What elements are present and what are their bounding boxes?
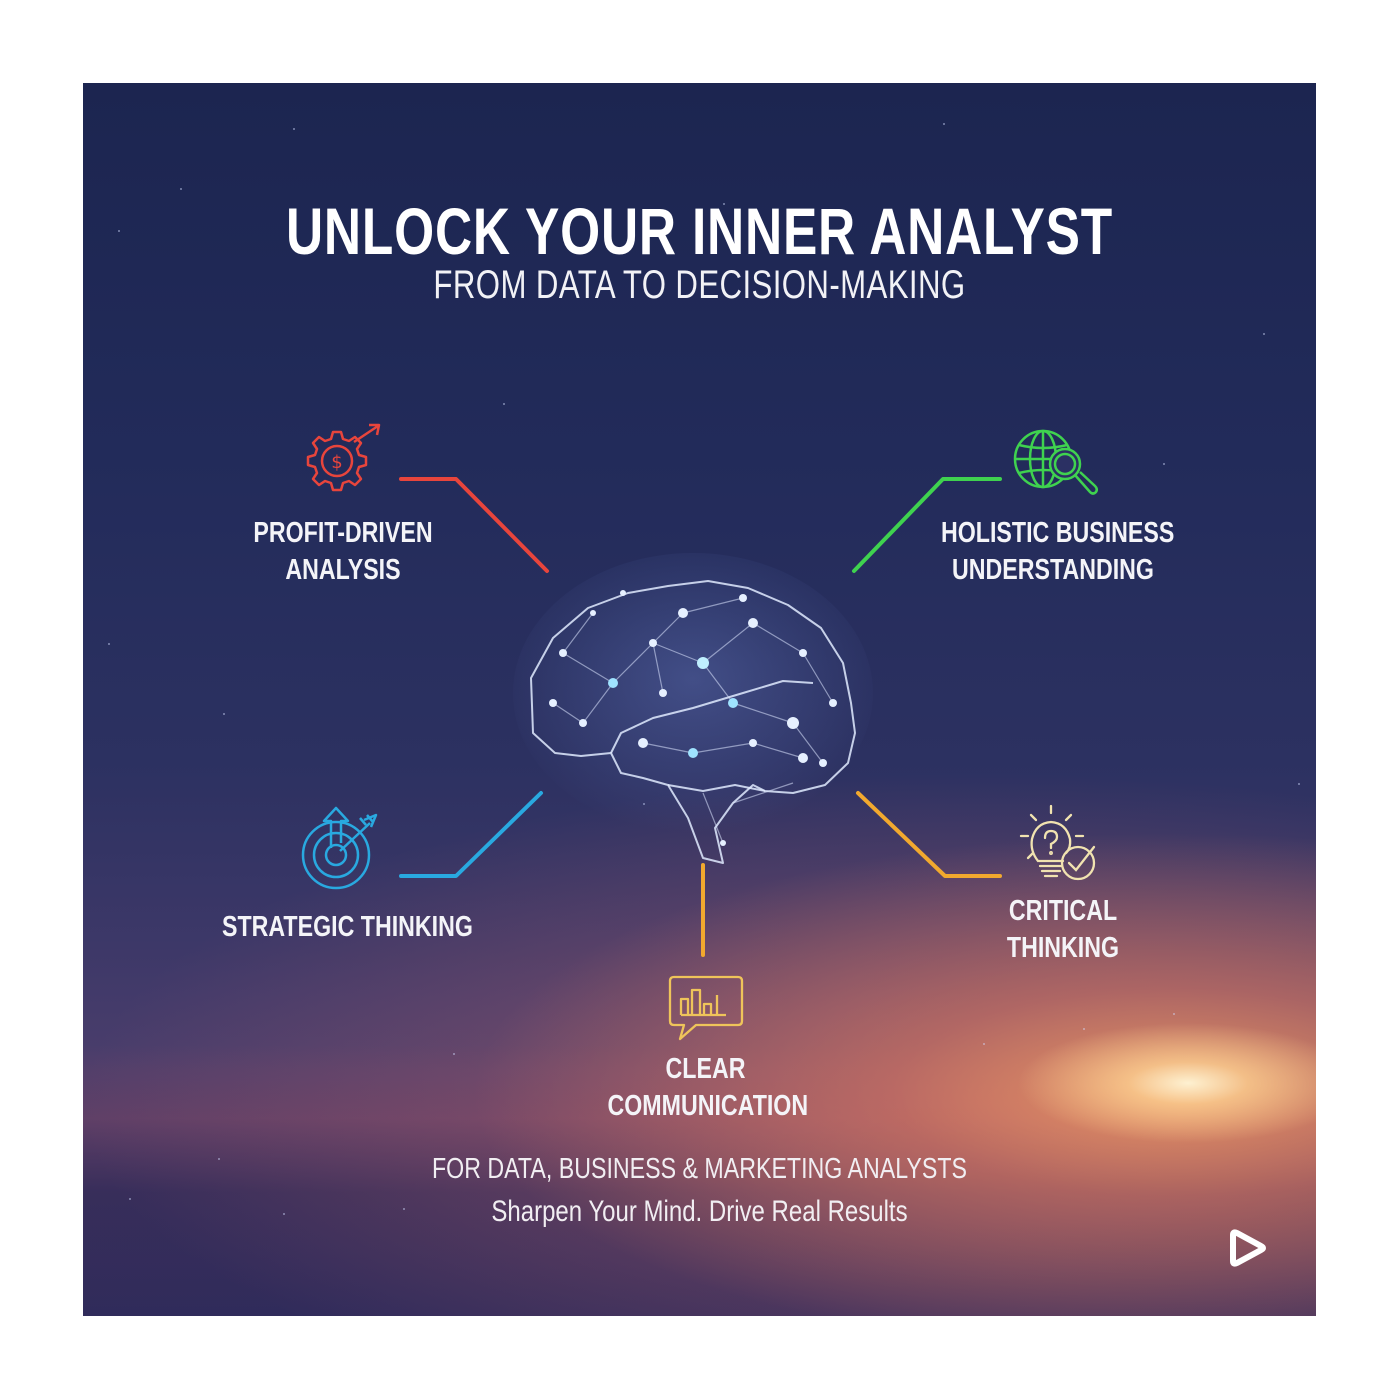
connector-lines xyxy=(399,477,1002,957)
connector-profit xyxy=(399,477,549,573)
svg-text:$: $ xyxy=(331,452,342,473)
label-strategic-thinking: STRATEGIC THINKING xyxy=(222,911,473,943)
chat-bar-chart-icon xyxy=(668,975,744,1041)
connector-strategic xyxy=(399,791,543,878)
play-icon[interactable] xyxy=(1223,1223,1273,1273)
network-brain-icon xyxy=(513,553,873,864)
tagline-text: Sharpen Your Mind. Drive Real Results xyxy=(491,1195,908,1228)
target-arrow-icon xyxy=(301,806,378,890)
connector-holistic xyxy=(852,477,1002,573)
label-critical-thinking: CRITICAL THINKING xyxy=(1006,895,1120,964)
label-clear-communication: CLEAR COMMUNICATION xyxy=(607,1053,809,1122)
page-subtitle: FROM DATA TO DECISION-MAKING xyxy=(433,263,966,307)
connector-critical xyxy=(856,791,1002,878)
label-profit-driven-analysis: PROFIT-DRIVEN ANALYSIS xyxy=(253,517,433,586)
label-holistic-business-understanding: HOLISTIC BUSINESS UNDERSTANDING xyxy=(941,517,1175,586)
gear-dollar-arrow-icon: $ xyxy=(306,423,381,492)
globe-magnifier-icon xyxy=(1013,429,1099,495)
audience-text: FOR DATA, BUSINESS & MARKETING ANALYSTS xyxy=(432,1153,967,1185)
lightbulb-question-check-icon xyxy=(1019,804,1096,881)
infographic-card: UNLOCK YOUR INNER ANALYST FROM DATA TO D… xyxy=(83,83,1316,1316)
page-title: UNLOCK YOUR INNER ANALYST xyxy=(285,194,1114,268)
